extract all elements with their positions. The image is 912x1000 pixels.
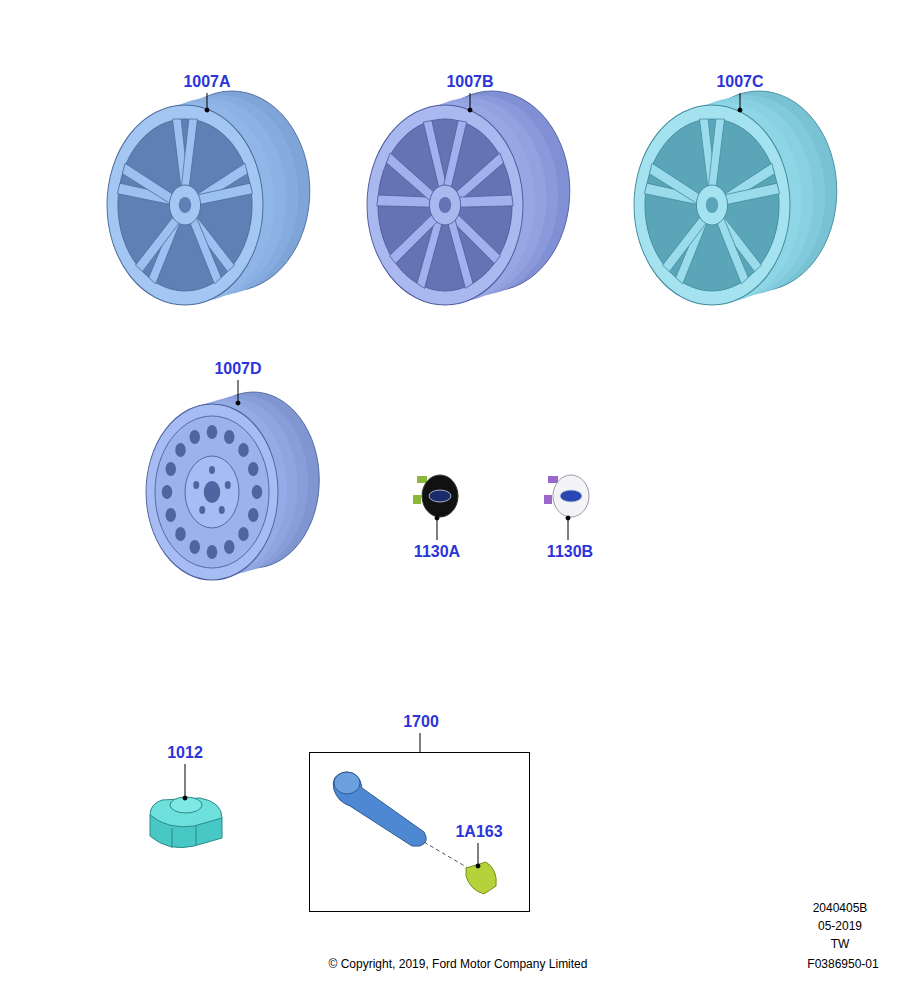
centre-cap [413,475,458,517]
kit-box: 17001A163 [309,752,530,912]
callout-number: 1007D [214,360,261,378]
callout-number: 1007A [183,73,230,91]
callout-number: 1700 [403,713,439,731]
callout-number: 1A163 [455,823,502,841]
wheel-nut [150,797,222,848]
alloy-wheel [367,91,570,305]
drawing-number: 2040405B [813,901,868,915]
copyright-note: © Copyright, 2019, Ford Motor Company Li… [329,957,588,971]
callout-number: 1012 [167,744,203,762]
alloy-wheel [634,91,837,305]
alloy-wheel [107,91,310,305]
region-code: TW [831,937,850,951]
figure-number: F0386950-01 [807,957,878,971]
date-code: 05-2019 [818,919,862,933]
callout-number: 1130A [414,543,460,561]
callout-number: 1007B [446,73,493,91]
steel-wheel [146,392,319,580]
callout-number: 1007C [716,73,763,91]
callout-number: 1130B [547,543,593,561]
centre-cap [544,475,589,517]
